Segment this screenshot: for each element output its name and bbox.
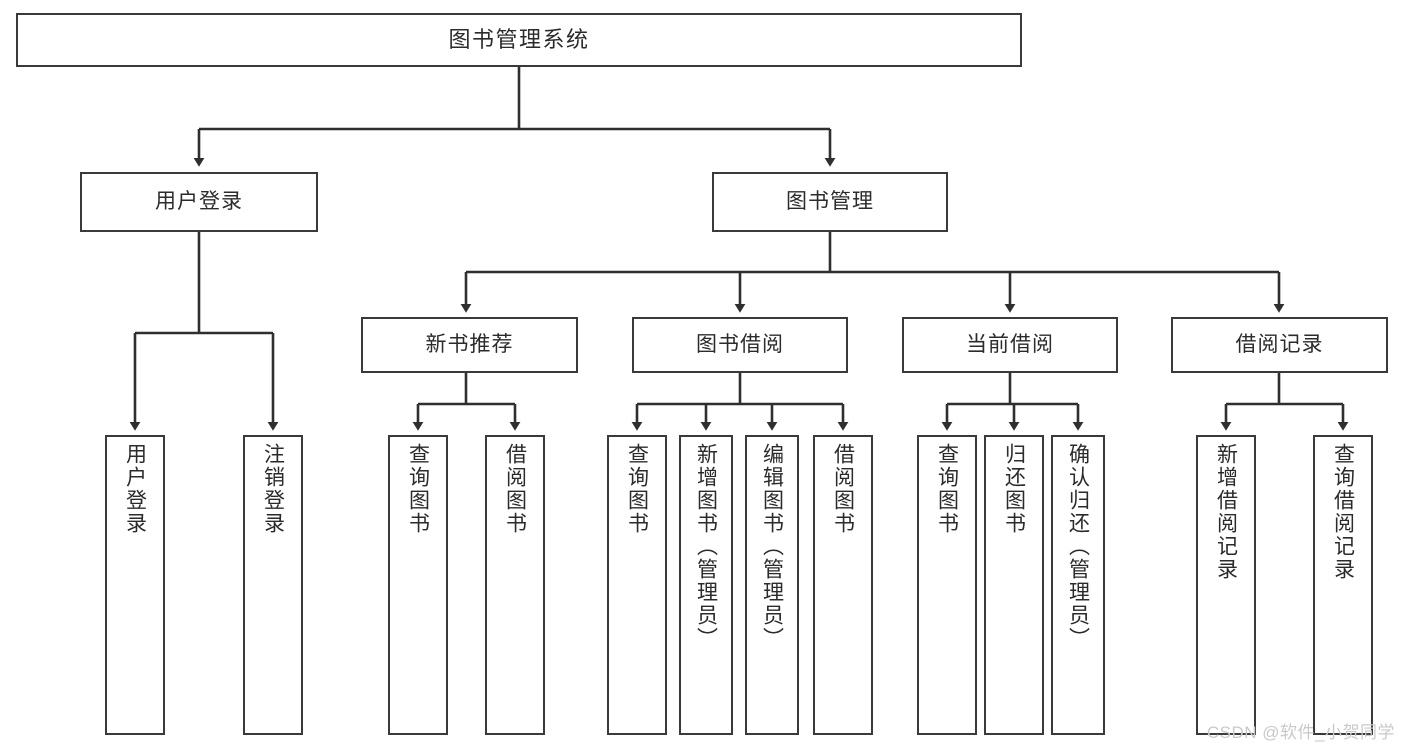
leaf-borrow-book-label: 借阅图书 bbox=[831, 443, 855, 535]
node-borrow-record-label: 借阅记录 bbox=[1235, 332, 1324, 356]
leaf-add-borrow-record[interactable]: 新增借阅记录 bbox=[1196, 435, 1256, 735]
leaf-edit-book-admin[interactable]: 编辑图书（管理员） bbox=[745, 435, 799, 735]
leaf-query-book-current-label: 查询图书 bbox=[935, 443, 959, 535]
node-user-login-label: 用户登录 bbox=[155, 189, 243, 213]
leaf-query-borrow-record[interactable]: 查询借阅记录 bbox=[1313, 435, 1373, 735]
leaf-add-book-admin[interactable]: 新增图书（管理员） bbox=[679, 435, 733, 735]
node-current-borrow-label: 当前借阅 bbox=[966, 332, 1054, 356]
leaf-confirm-return-admin[interactable]: 确认归还（管理员） bbox=[1051, 435, 1105, 735]
node-new-book-recommend[interactable]: 新书推荐 bbox=[361, 317, 578, 373]
leaf-confirm-return-admin-label: 确认归还（管理员） bbox=[1066, 443, 1090, 650]
node-current-borrow[interactable]: 当前借阅 bbox=[902, 317, 1118, 373]
node-root-system-label: 图书管理系统 bbox=[448, 27, 590, 53]
leaf-query-book-recommend[interactable]: 查询图书 bbox=[388, 435, 448, 735]
csdn-watermark: CSDN @软件_小贺同学 bbox=[1206, 723, 1395, 742]
leaf-logout-label: 注销登录 bbox=[261, 443, 285, 535]
leaf-user-login-label: 用户登录 bbox=[123, 443, 147, 535]
node-book-manage-label: 图书管理 bbox=[786, 189, 874, 213]
node-book-borrow-label: 图书借阅 bbox=[696, 332, 784, 356]
leaf-user-login[interactable]: 用户登录 bbox=[105, 435, 165, 735]
node-root-system[interactable]: 图书管理系统 bbox=[16, 13, 1022, 67]
leaf-add-borrow-record-label: 新增借阅记录 bbox=[1214, 443, 1238, 581]
leaf-return-book[interactable]: 归还图书 bbox=[984, 435, 1044, 735]
node-new-book-recommend-label: 新书推荐 bbox=[425, 332, 514, 356]
leaf-query-book[interactable]: 查询图书 bbox=[607, 435, 667, 735]
leaf-borrow-book[interactable]: 借阅图书 bbox=[813, 435, 873, 735]
leaf-borrow-book-recommend-label: 借阅图书 bbox=[503, 443, 527, 535]
leaf-edit-book-admin-label: 编辑图书（管理员） bbox=[760, 443, 784, 650]
node-user-login[interactable]: 用户登录 bbox=[80, 172, 318, 232]
leaf-return-book-label: 归还图书 bbox=[1002, 443, 1026, 535]
leaf-borrow-book-recommend[interactable]: 借阅图书 bbox=[485, 435, 545, 735]
leaf-logout[interactable]: 注销登录 bbox=[243, 435, 303, 735]
node-borrow-record[interactable]: 借阅记录 bbox=[1171, 317, 1388, 373]
leaf-query-book-label: 查询图书 bbox=[625, 443, 649, 535]
leaf-query-book-recommend-label: 查询图书 bbox=[406, 443, 430, 535]
node-book-manage[interactable]: 图书管理 bbox=[712, 172, 948, 232]
leaf-query-borrow-record-label: 查询借阅记录 bbox=[1331, 443, 1355, 581]
leaf-query-book-current[interactable]: 查询图书 bbox=[917, 435, 977, 735]
node-book-borrow[interactable]: 图书借阅 bbox=[632, 317, 848, 373]
leaf-add-book-admin-label: 新增图书（管理员） bbox=[694, 443, 718, 650]
